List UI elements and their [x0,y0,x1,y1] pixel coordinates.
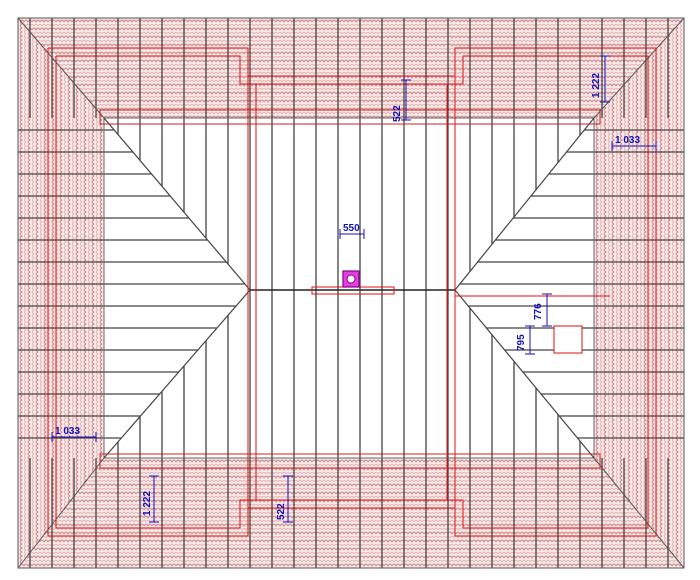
roof-window [553,325,583,354]
dim-left-side: 1 033 [55,426,80,437]
rafters [18,18,684,568]
dim-bottom-overhang: 522 [276,503,287,520]
hip-lines [103,117,595,459]
chimney [342,270,360,288]
dim-bottom-left-eave: 1 222 [142,491,153,516]
dim-top-overhang: 522 [392,105,403,122]
dim-right-side: 1 033 [615,135,640,146]
red-outlines [47,47,657,537]
dim-window-upper: 776 [533,303,544,320]
roof-outline [17,17,685,569]
dim-window-lower: 795 [516,334,527,351]
dim-chimney-offset: 550 [343,223,360,234]
dim-top-right-eave: 1 222 [591,73,602,98]
dimension-labels: 522 1 222 1 033 550 776 795 1 033 1 222 … [55,73,640,520]
dimension-lines [51,55,657,523]
